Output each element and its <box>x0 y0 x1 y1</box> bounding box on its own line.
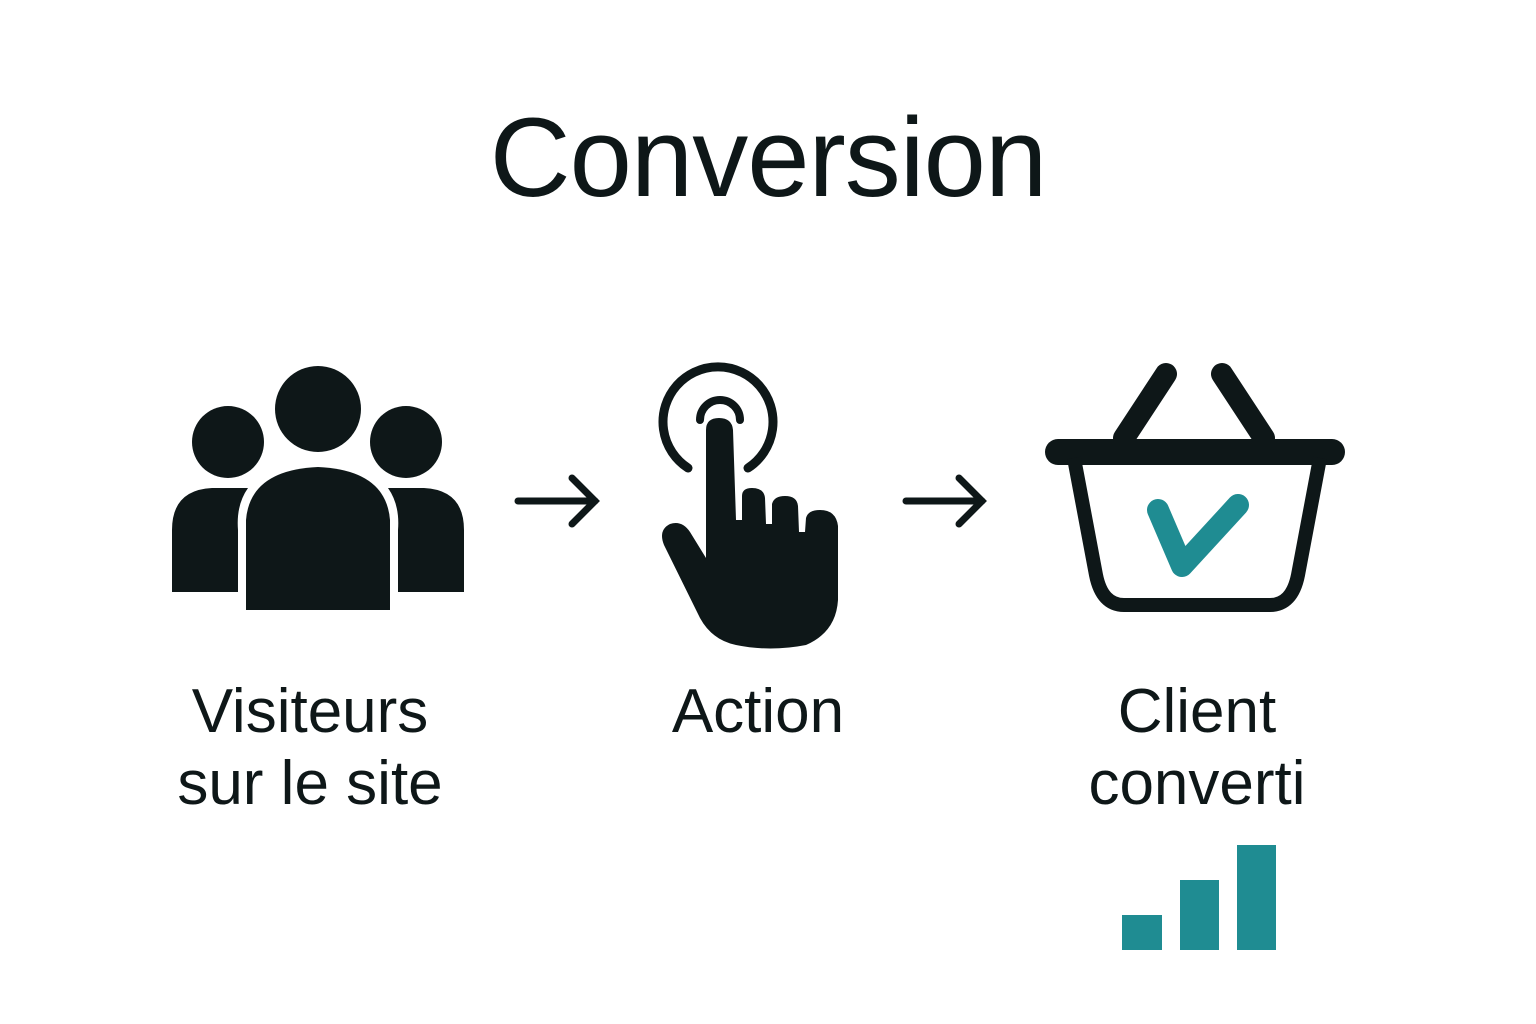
growth-bars-icon <box>1122 845 1276 950</box>
label-line: Action <box>671 677 845 746</box>
arrow-right-icon <box>514 474 600 528</box>
basket-check-icon <box>1045 363 1345 612</box>
step-client-label: Client converti <box>997 676 1397 820</box>
label-line: Visiteurs <box>191 677 429 746</box>
arrow-right-icon <box>902 474 987 528</box>
label-line: sur le site <box>177 749 443 818</box>
bar-small <box>1122 915 1162 950</box>
bar-large <box>1237 845 1276 950</box>
diagram-title: Conversion <box>489 95 1048 220</box>
step-visitors-label: Visiteurs sur le site <box>110 676 510 820</box>
step-action-label: Action <box>558 676 958 748</box>
label-line: converti <box>1088 749 1306 818</box>
users-group-icon <box>172 366 464 610</box>
label-line: Client <box>1117 677 1277 746</box>
hand-tap-icon <box>658 362 838 649</box>
check-icon <box>1147 494 1249 577</box>
bar-medium <box>1180 880 1219 950</box>
